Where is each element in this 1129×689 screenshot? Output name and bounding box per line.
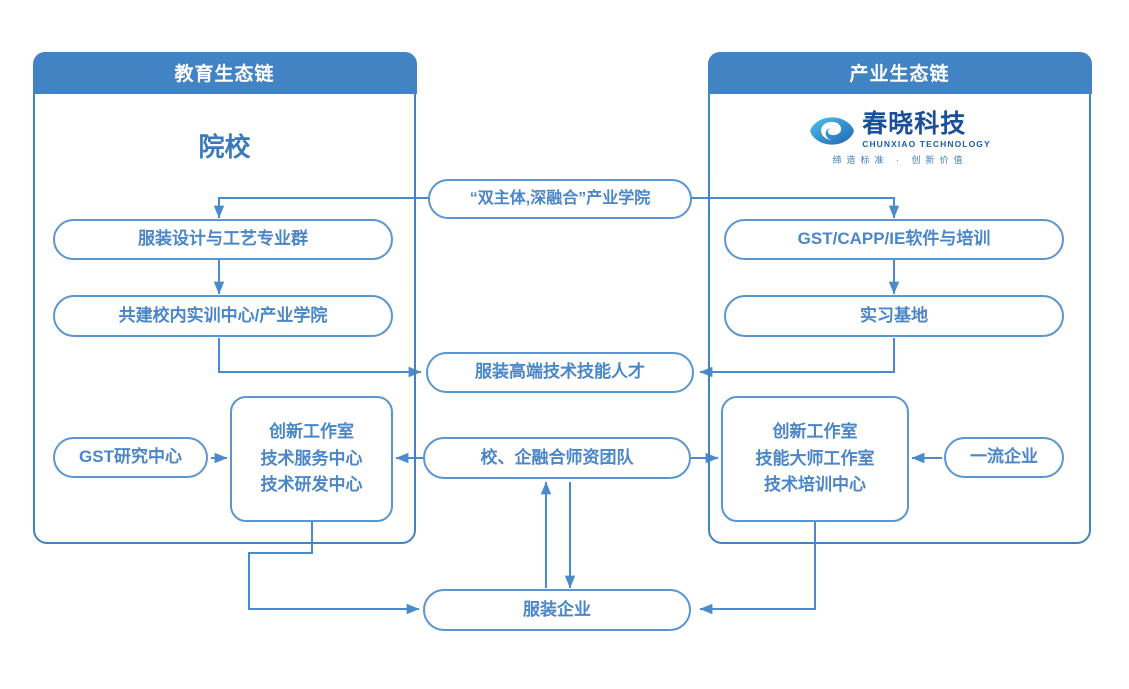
node-right-innovation-studios[interactable]: 创新工作室 技能大师工作室 技术培训中心 (721, 396, 909, 522)
node-left-innovation-studios[interactable]: 创新工作室 技术服务中心 技术研发中心 (230, 396, 393, 522)
panel-education-ecosystem: 教育生态链 (32, 51, 417, 544)
node-campus-training-center[interactable]: 共建校内实训中心/产业学院 (53, 295, 393, 337)
logo-company-name-cn: 春晓科技 (862, 110, 967, 138)
node-high-end-talent-label: 服装高端技术技能人才 (475, 362, 645, 382)
node-joint-teaching-team[interactable]: 校、企融合师资团队 (423, 437, 691, 479)
node-gst-capp-ie-software[interactable]: GST/CAPP/IE软件与培训 (724, 219, 1064, 260)
node-apparel-design-major-group-label: 服装设计与工艺专业群 (138, 229, 308, 249)
node-left-innovation-studios-line2: 技术服务中心 (260, 448, 363, 468)
node-campus-training-center-label: 共建校内实训中心/产业学院 (118, 305, 328, 325)
panel-industry-title: 产业生态链 (707, 51, 1092, 94)
node-internship-base-label: 实习基地 (860, 305, 928, 325)
node-gst-research-center[interactable]: GST研究中心 (53, 437, 208, 478)
chunxiao-eye-logo-icon (810, 116, 855, 145)
node-apparel-enterprise-label: 服装企业 (523, 599, 591, 619)
node-top-tier-enterprise-label: 一流企业 (970, 447, 1038, 467)
node-right-innovation-studios-line3: 技术培训中心 (764, 475, 866, 495)
node-industry-college[interactable]: “双主体,深融合”产业学院 (428, 179, 692, 219)
node-left-innovation-studios-line3: 技术研发中心 (260, 475, 363, 495)
node-industry-college-label: “双主体,深融合”产业学院 (469, 189, 651, 207)
logo-tagline: 缔造标准 · 创新价值 (832, 155, 968, 165)
chunxiao-logo: 春晓科技 CHUNXIAO TECHNOLOGY 缔造标准 · 创新价值 (808, 112, 992, 166)
panel-industry-ecosystem: 产业生态链 (707, 51, 1092, 544)
node-right-innovation-studios-line2: 技能大师工作室 (755, 448, 875, 468)
left-panel-heading: 院校 (198, 132, 251, 162)
node-gst-capp-ie-software-label: GST/CAPP/IE软件与培训 (797, 229, 991, 249)
node-right-innovation-studios-line1: 创新工作室 (772, 422, 858, 442)
node-apparel-design-major-group[interactable]: 服装设计与工艺专业群 (53, 219, 393, 260)
node-internship-base[interactable]: 实习基地 (724, 295, 1064, 337)
logo-row: 春晓科技 CHUNXIAO TECHNOLOGY (809, 112, 991, 149)
logo-text-block: 春晓科技 CHUNXIAO TECHNOLOGY (862, 110, 991, 150)
panel-education-title: 教育生态链 (32, 51, 417, 94)
node-gst-research-center-label: GST研究中心 (79, 447, 182, 467)
node-joint-teaching-team-label: 校、企融合师资团队 (480, 447, 634, 467)
logo-company-name-en: CHUNXIAO TECHNOLOGY (862, 139, 991, 149)
node-apparel-enterprise[interactable]: 服装企业 (423, 589, 691, 631)
node-high-end-talent[interactable]: 服装高端技术技能人才 (426, 352, 694, 393)
node-left-innovation-studios-line1: 创新工作室 (269, 422, 354, 442)
node-top-tier-enterprise[interactable]: 一流企业 (944, 437, 1064, 478)
